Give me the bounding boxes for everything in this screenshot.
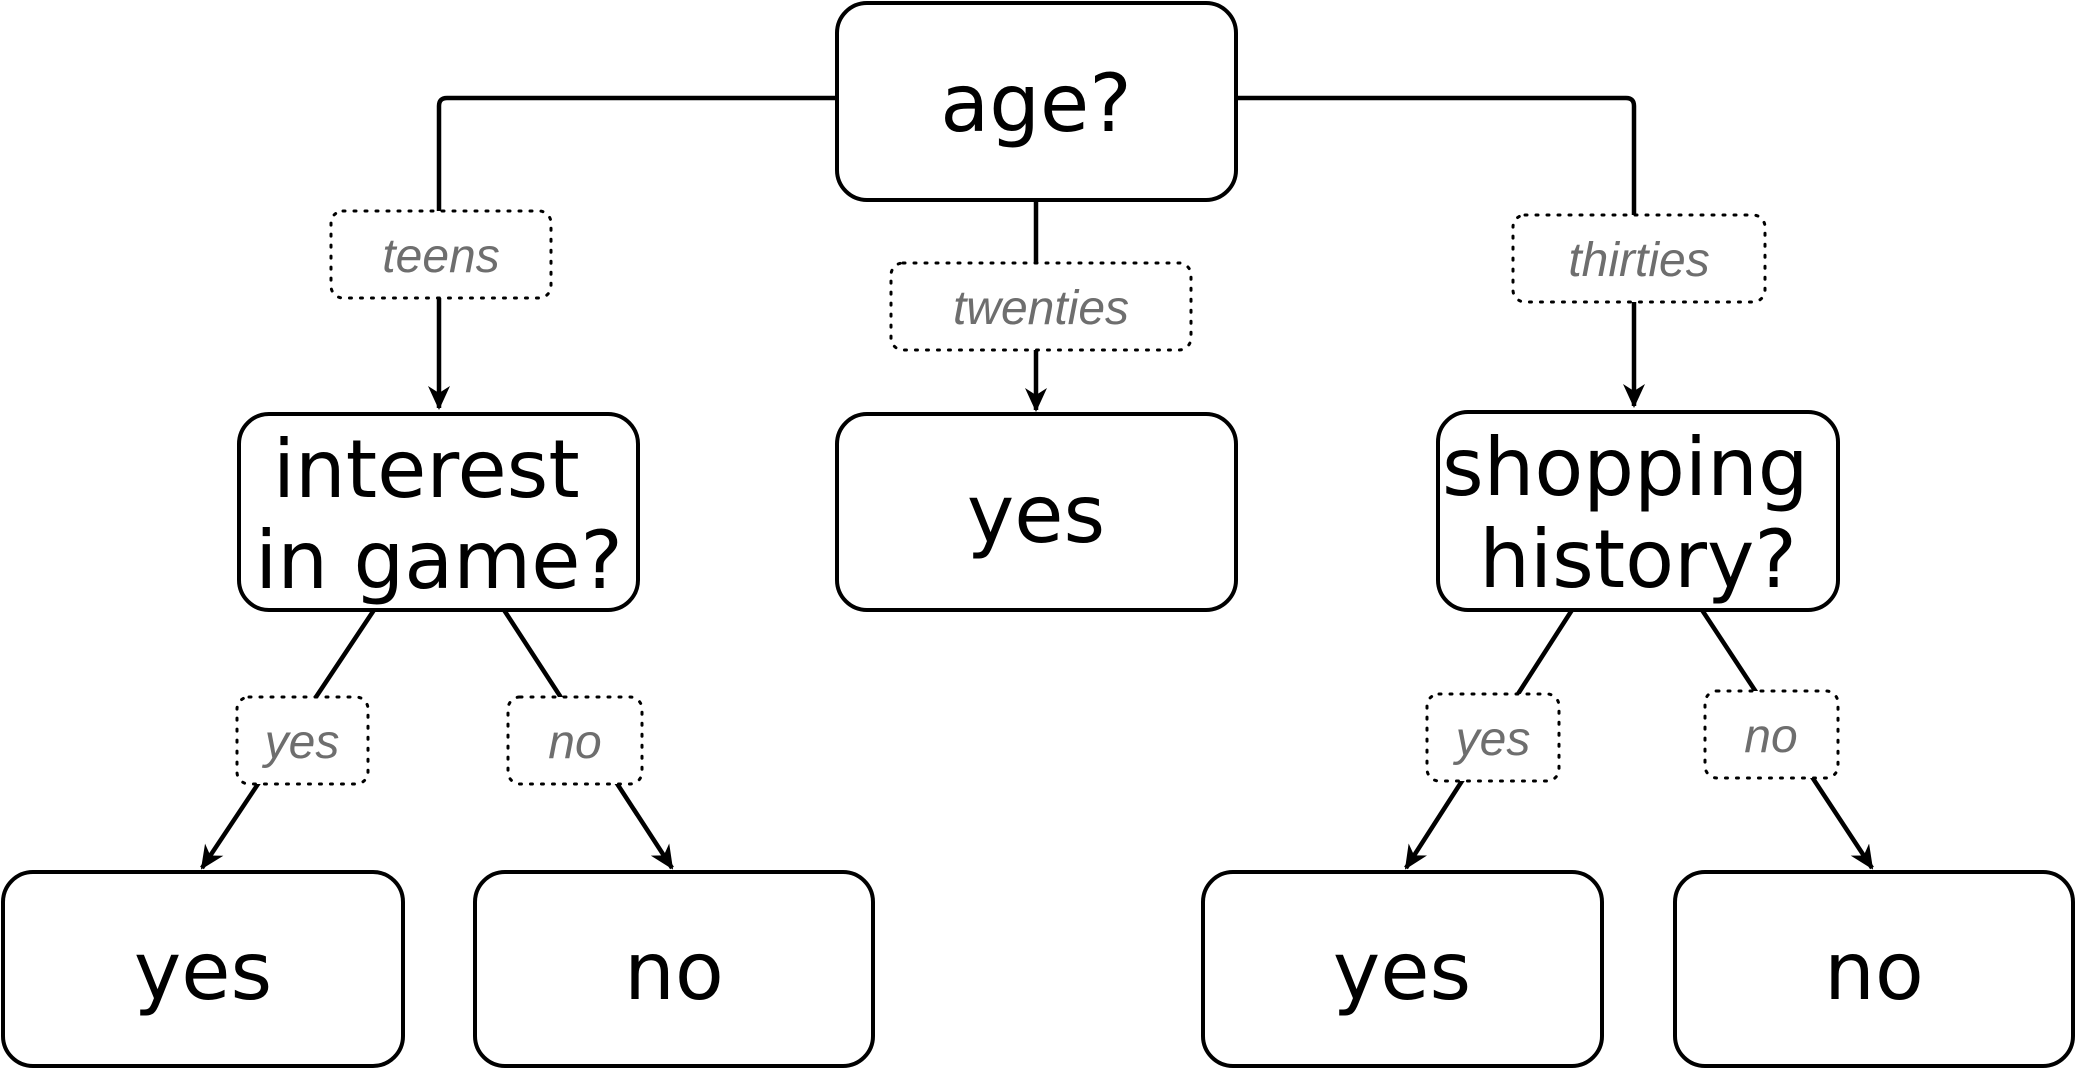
node-shopping-history: shopping history? [1436, 410, 1840, 612]
edge-label-text: no [1744, 710, 1797, 763]
leaf-node-shopping-no: no [1673, 870, 2075, 1068]
edge-label-shopping-yes: yes [1425, 692, 1561, 783]
node-box [237, 412, 640, 612]
node-text: yes [1333, 925, 1471, 1018]
edge-label-box [1511, 213, 1767, 304]
node-box [1, 870, 405, 1068]
leaf-node-game-no: no [473, 870, 875, 1068]
node-box [473, 870, 875, 1068]
node-text-line: history? [1479, 513, 1797, 606]
edge-label-box [1703, 689, 1840, 780]
edge-label-box [235, 695, 370, 786]
node-text-line: shopping [1442, 421, 1809, 514]
node-text: interest in game? [255, 423, 623, 607]
node-text-line: yes [1333, 925, 1471, 1018]
edge-label-game-yes: yes [235, 695, 370, 786]
node-box [1673, 870, 2075, 1068]
edge-label-shopping-no: no [1703, 689, 1840, 780]
node-text-line: yes [134, 925, 272, 1018]
edge-label-box [889, 261, 1193, 352]
node-text-line: no [1824, 925, 1924, 1018]
node-text: shopping history? [1442, 421, 1834, 606]
edge-label-text: yes [1453, 713, 1531, 766]
leaf-node-shopping-yes: yes [1201, 870, 1604, 1068]
edge-label-box [506, 695, 644, 786]
node-box [1201, 870, 1604, 1068]
node-text-line: interest [273, 423, 580, 516]
edge-label-box [1425, 692, 1561, 783]
node-text: yes [134, 925, 272, 1018]
node-text: no [1824, 925, 1924, 1018]
node-text-line: yes [967, 468, 1105, 561]
leaf-node-game-yes: yes [1, 870, 405, 1068]
edge-label-teens: teens [329, 209, 553, 300]
node-box [1436, 410, 1840, 612]
node-interest-in-game: interest in game? [237, 412, 640, 612]
leaf-node-twenties-yes: yes [835, 412, 1238, 612]
edge-age-to-thirties [1236, 95, 1645, 408]
node-box [835, 1, 1238, 202]
edge-age-to-teens [428, 95, 837, 410]
node-text: yes [967, 468, 1105, 561]
edge-label-box [329, 209, 553, 300]
root-node-age: age? [835, 1, 1238, 202]
edge-label-twenties: twenties [889, 261, 1193, 352]
edge-labels: teens twenties thirties yes no yes no [235, 209, 1840, 786]
node-text-line: age? [940, 57, 1131, 150]
node-text: age? [940, 57, 1131, 150]
edge-label-text: teens [382, 230, 499, 283]
edge-label-text: no [548, 716, 601, 769]
edge-label-game-no: no [506, 695, 644, 786]
node-text-line: in game? [255, 514, 623, 607]
node-text: no [624, 925, 724, 1018]
edge-label-text: yes [262, 716, 340, 769]
node-box [835, 412, 1238, 612]
edge-label-thirties: thirties [1511, 213, 1767, 304]
node-text-line: no [624, 925, 724, 1018]
edge-label-text: twenties [953, 282, 1129, 335]
edge-label-text: thirties [1568, 234, 1709, 287]
